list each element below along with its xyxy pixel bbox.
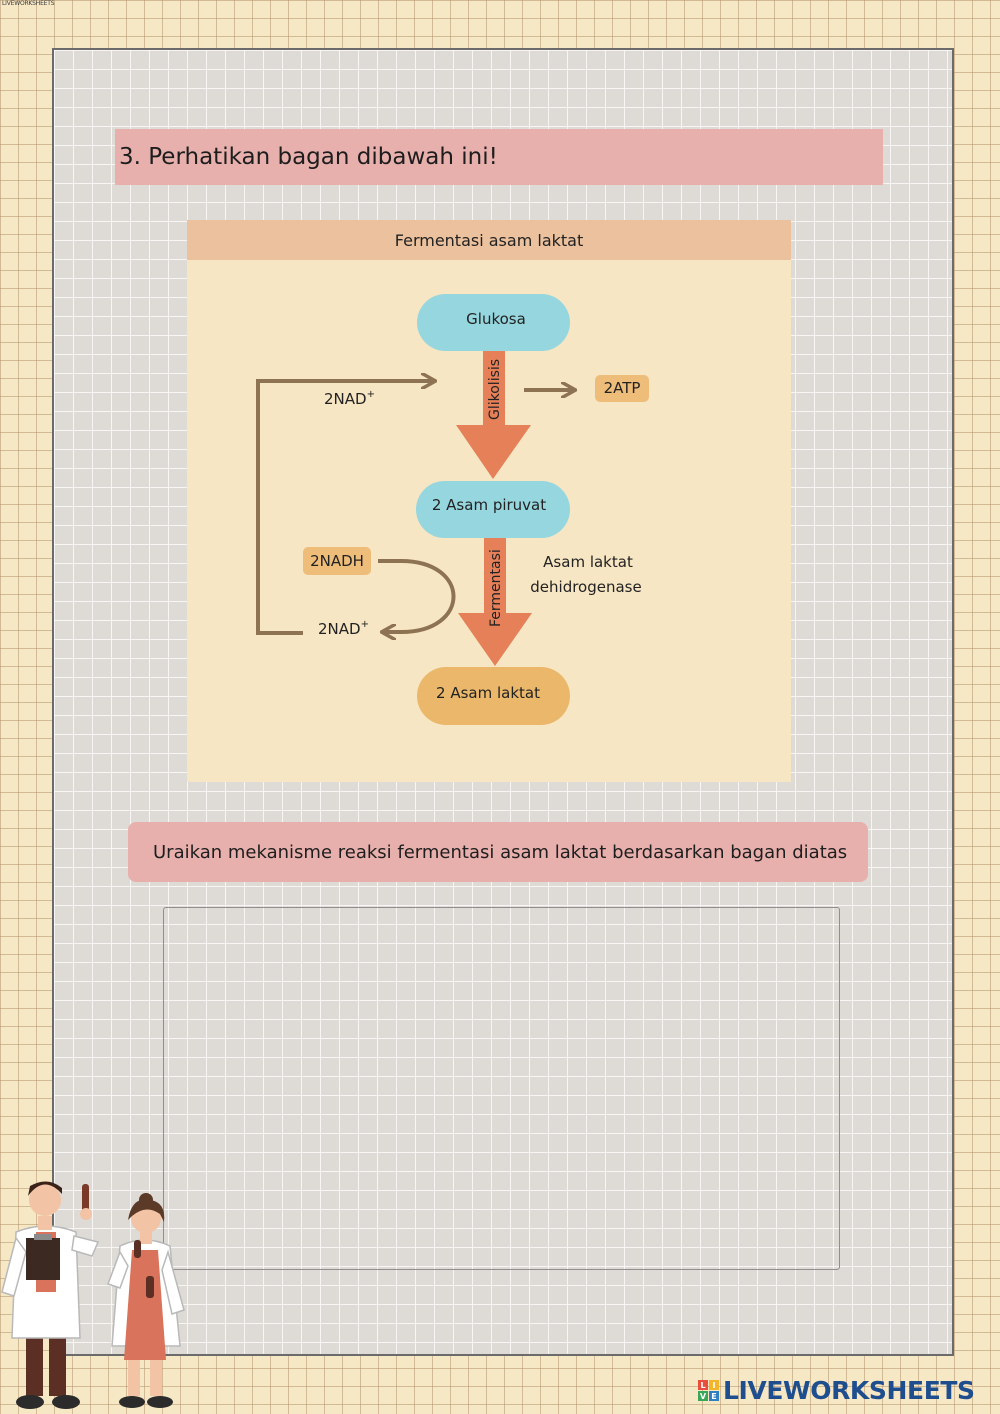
logo-letter-e: E (709, 1391, 719, 1401)
diagram-title: Fermentasi asam laktat (187, 220, 791, 260)
label-nadh: 2NADH (303, 547, 371, 575)
male-scientist-figure (1, 1181, 100, 1409)
node-laktat-label: 2 Asam laktat (436, 684, 540, 702)
nad-loop-arrow (256, 381, 434, 635)
question-text: 3. Perhatikan bagan dibawah ini! (119, 144, 498, 170)
fermentasi-arrow: Fermentasi (458, 538, 532, 666)
female-scientist-figure (107, 1193, 185, 1408)
node-glukosa-label: Glukosa (466, 310, 526, 328)
fermentasi-label: Fermentasi (488, 549, 504, 627)
question-banner: 3. Perhatikan bagan dibawah ini! (115, 129, 883, 185)
instruction-text: Uraikan mekanisme reaksi fermentasi asam… (153, 841, 848, 863)
nadh-curve-arrow (378, 559, 456, 632)
liveworksheets-logo-text: LIVEWORKSHEETS (723, 1376, 975, 1405)
scientists-illustration (1, 1181, 185, 1409)
logo-letter-l: L (698, 1380, 708, 1390)
glikolisis-arrow: Glikolisis (456, 348, 531, 479)
label-atp: 2ATP (595, 375, 649, 402)
liveworksheets-logo-icon: L I V E (698, 1380, 719, 1401)
instruction-banner: Uraikan mekanisme reaksi fermentasi asam… (128, 822, 868, 882)
enzyme-line-2: dehidrogenase (530, 578, 641, 596)
answer-textarea[interactable] (163, 907, 840, 1270)
diagram-card: Fermentasi asam laktat Glikolisis Fermen… (187, 220, 791, 782)
node-laktat: 2 Asam laktat (417, 667, 570, 725)
node-piruvat: 2 Asam piruvat (416, 481, 570, 538)
node-piruvat-label: 2 Asam piruvat (432, 496, 546, 514)
label-nad-bottom: 2NAD+ (318, 619, 369, 638)
label-nadh-text: 2NADH (310, 552, 364, 570)
enzyme-line-1: Asam laktat (543, 553, 633, 571)
diagram-title-text: Fermentasi asam laktat (394, 230, 584, 250)
watermark-top: LIVEWORKSHEETS (2, 0, 55, 7)
node-glukosa: Glukosa (417, 294, 570, 351)
logo-letter-v: V (698, 1391, 708, 1401)
logo-letter-i: I (709, 1380, 719, 1390)
glikolisis-label: Glikolisis (487, 359, 503, 420)
fermentation-diagram: Glikolisis Fermentasi Glukosa 2 Asam pir… (256, 294, 649, 725)
liveworksheets-logo[interactable]: L I V E LIVEWORKSHEETS (698, 1376, 975, 1405)
label-nad-top: 2NAD+ (324, 389, 375, 408)
label-atp-text: 2ATP (604, 379, 641, 397)
